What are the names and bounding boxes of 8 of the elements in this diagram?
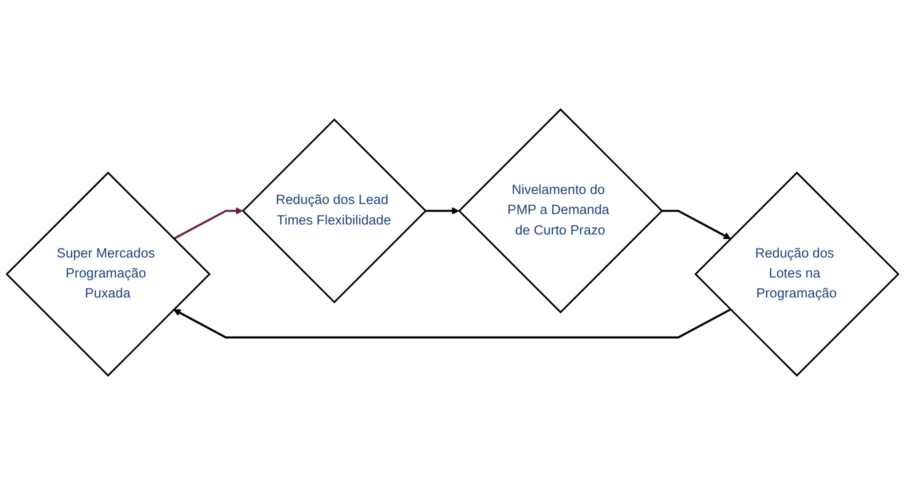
arrow	[425, 207, 460, 215]
node-diamond: Redução dos Lotes na Programação	[694, 172, 900, 377]
node-diamond: Redução dos Lead Times Flexibilidade	[242, 118, 427, 304]
arrow	[173, 308, 731, 338]
arrow	[173, 207, 243, 240]
arrow	[662, 210, 731, 240]
node-diamond: Super Mercados Programação Puxada	[6, 172, 211, 377]
node-diamond: Nivelamento do PMP a Demanda de Curto Prazo	[458, 108, 664, 314]
